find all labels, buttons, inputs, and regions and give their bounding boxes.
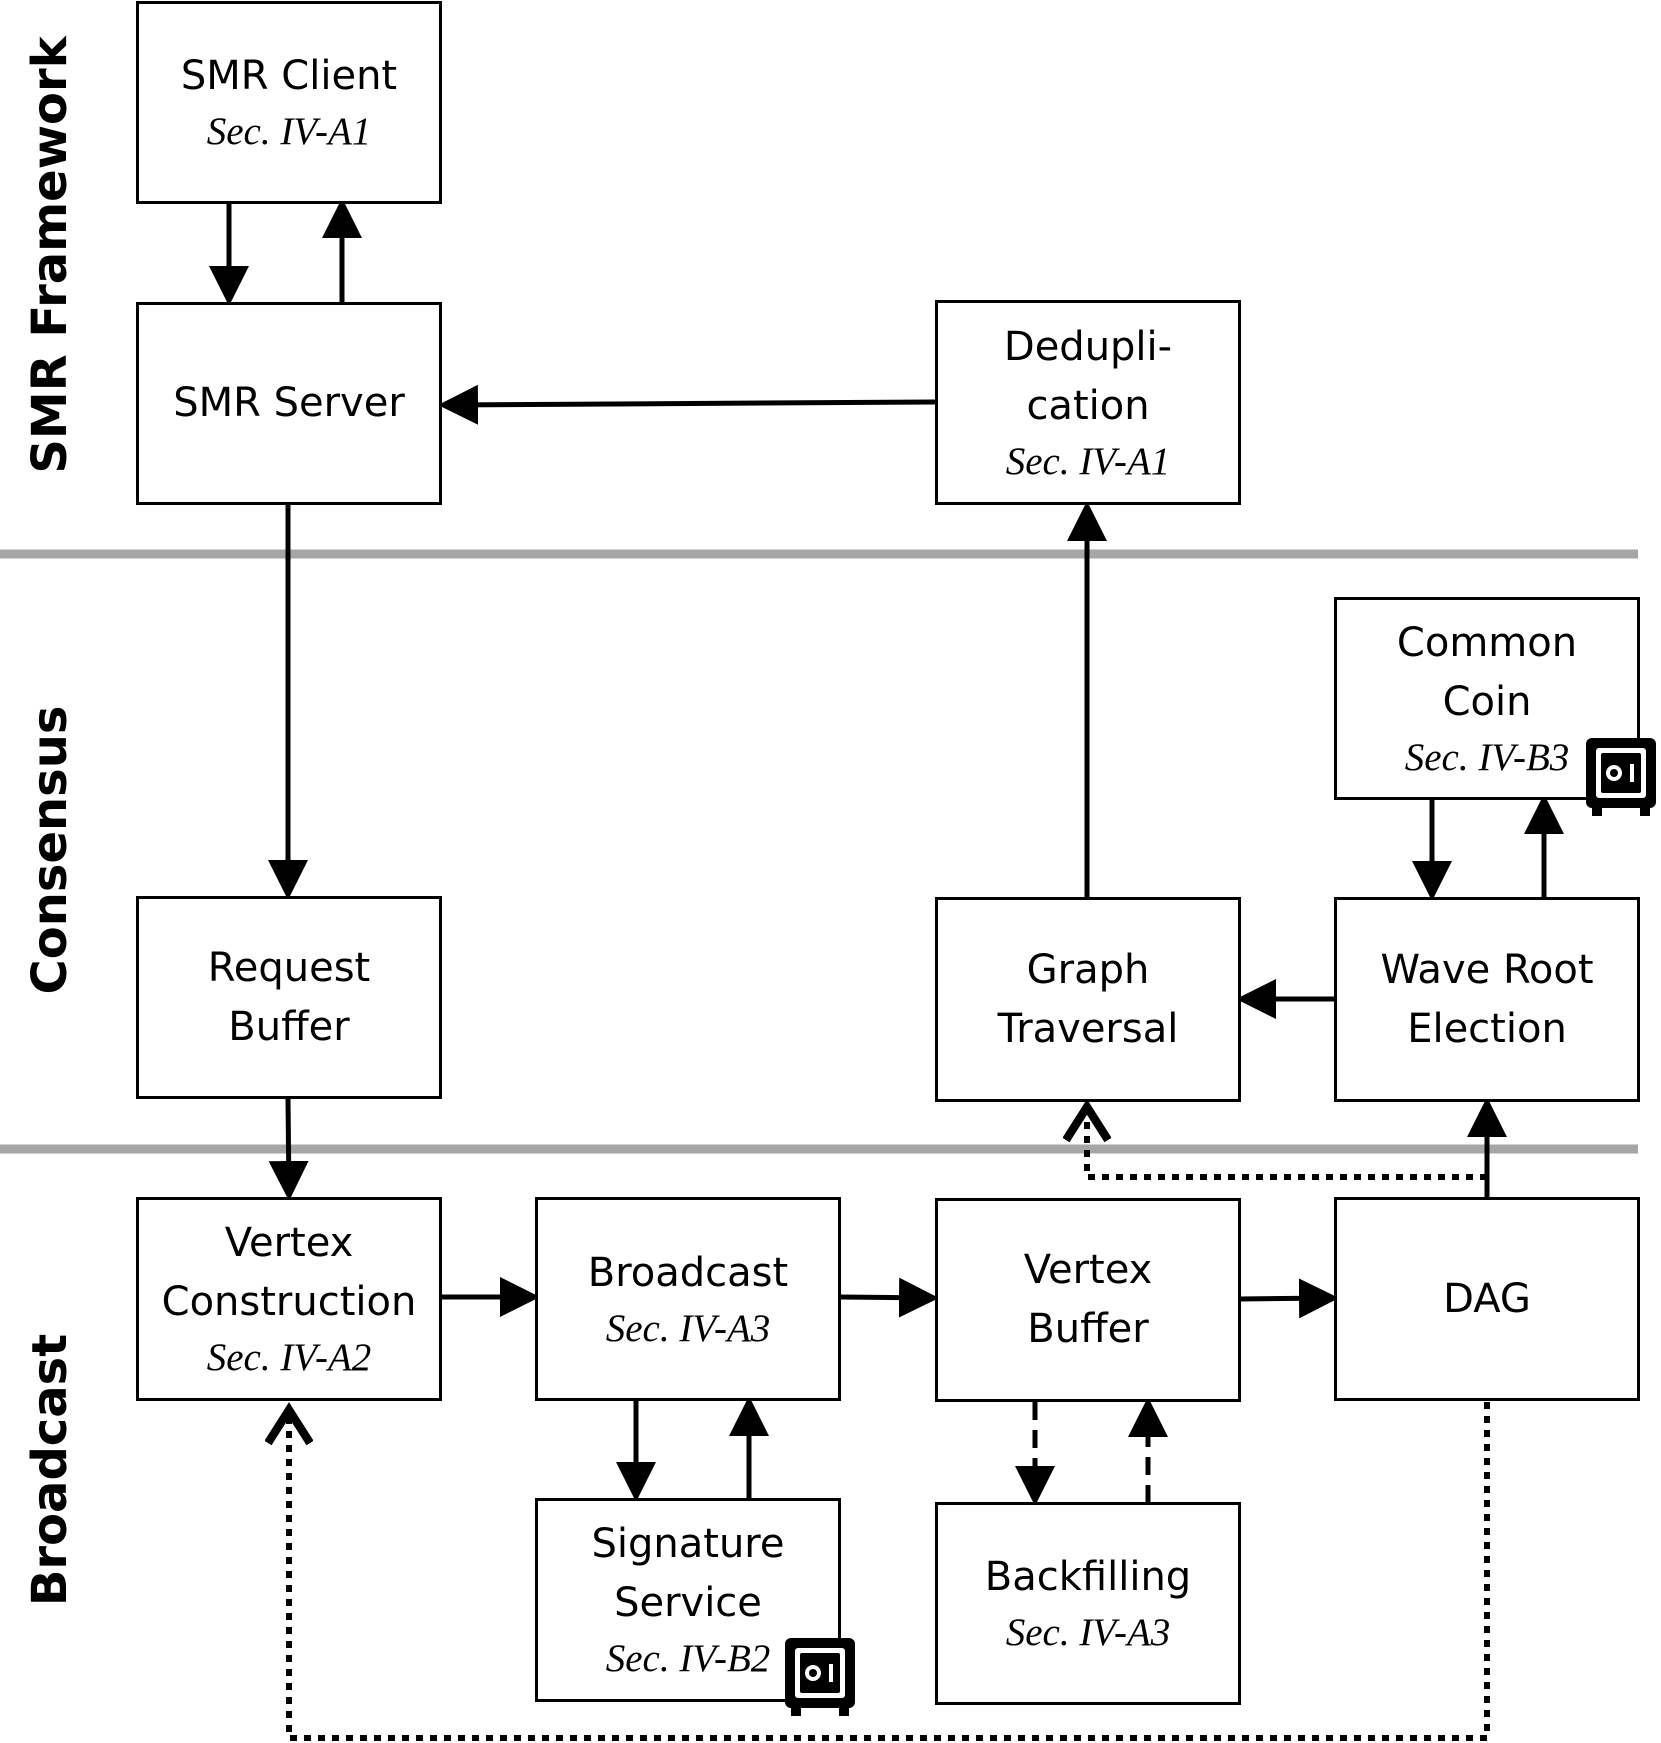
smr-client-section: Sec. IV-A1 — [206, 110, 372, 153]
common-coin-section: Sec. IV-B3 — [1404, 735, 1570, 779]
safe-icon — [1586, 738, 1656, 816]
deduplication-title-line1: Dedupli- — [1003, 323, 1173, 370]
layer-label-smr-framework: SMR Framework — [22, 36, 78, 474]
request-buffer-title-line1: Request — [207, 944, 371, 991]
deduplication-title-line2: cation — [1026, 382, 1150, 429]
signature-service-title-line1: Signature — [591, 1521, 785, 1567]
arrow-dedup-to-server — [438, 384, 936, 425]
dag-title: DAG — [1443, 1275, 1531, 1322]
request-buffer-title-line2: Buffer — [228, 1003, 350, 1050]
wave-root-election-box: Wave Root Election — [1334, 897, 1640, 1102]
graph-traversal-box: Graph Traversal — [935, 897, 1241, 1102]
request-buffer-box: Request Buffer — [136, 896, 442, 1099]
arrow-vertex-buffer-to-dag — [1239, 1278, 1339, 1319]
graph-traversal-title-line1: Graph — [1026, 946, 1150, 993]
vertex-construction-title-line1: Vertex — [224, 1220, 354, 1266]
layer-label-consensus: Consensus — [22, 705, 78, 995]
backfilling-section: Sec. IV-A3 — [1005, 1611, 1171, 1654]
vertex-construction-title-line2: Construction — [161, 1279, 417, 1325]
vertex-buffer-title-line2: Buffer — [1027, 1306, 1149, 1352]
dag-box: DAG — [1334, 1197, 1640, 1401]
vertex-buffer-box: Vertex Buffer — [935, 1198, 1241, 1402]
smr-server-title: SMR Server — [173, 380, 405, 426]
smr-client-box: SMR Client Sec. IV-A1 — [136, 1, 442, 204]
dotted-arrow-dag-to-traversal — [1087, 1107, 1487, 1180]
smr-server-box: SMR Server — [136, 302, 442, 505]
common-coin-title-line1: Common — [1396, 619, 1578, 666]
broadcast-box: Broadcast Sec. IV-A3 — [535, 1197, 841, 1401]
vertex-construction-section: Sec. IV-A2 — [206, 1336, 372, 1379]
broadcast-section: Sec. IV-A3 — [605, 1306, 771, 1350]
signature-service-title-line2: Service — [614, 1580, 762, 1626]
vertex-construction-box: Vertex Construction Sec. IV-A2 — [136, 1197, 442, 1401]
deduplication-section: Sec. IV-A1 — [1005, 439, 1171, 483]
vertex-buffer-title-line1: Vertex — [1023, 1247, 1153, 1293]
signature-service-section: Sec. IV-B2 — [605, 1637, 771, 1680]
arrow-broadcast-to-vertex-buffer — [839, 1277, 939, 1318]
graph-traversal-title-line2: Traversal — [997, 1005, 1179, 1052]
backfilling-box: Backfilling Sec. IV-A3 — [935, 1502, 1241, 1705]
dotted-arrow-dag-to-construction — [289, 1402, 1490, 1741]
arrow-request-buffer-to-construction — [268, 1098, 309, 1201]
common-coin-box: Common Coin Sec. IV-B3 — [1334, 597, 1640, 800]
backfilling-title: Backfilling — [984, 1554, 1192, 1600]
layer-label-broadcast: Broadcast — [22, 1333, 78, 1607]
wave-root-election-title-line2: Election — [1407, 1005, 1567, 1052]
wave-root-election-title-line1: Wave Root — [1380, 946, 1594, 993]
broadcast-title: Broadcast — [587, 1249, 789, 1296]
common-coin-title-line2: Coin — [1442, 678, 1532, 725]
deduplication-box: Dedupli- cation Sec. IV-A1 — [935, 300, 1241, 505]
safe-icon — [785, 1638, 855, 1716]
smr-client-title: SMR Client — [180, 53, 398, 99]
